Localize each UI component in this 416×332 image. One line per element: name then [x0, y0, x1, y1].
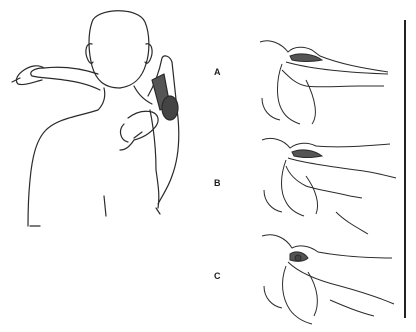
- panel-label-c: C: [214, 272, 221, 281]
- person-back-view: [12, 11, 179, 226]
- panel-label-b: B: [214, 179, 221, 188]
- shoulder-section-c: [262, 235, 394, 324]
- shoulder-section-b: [262, 138, 396, 234]
- shoulder-section-a: [260, 41, 388, 124]
- right-border-line: [404, 20, 406, 318]
- panel-label-a: A: [214, 68, 221, 77]
